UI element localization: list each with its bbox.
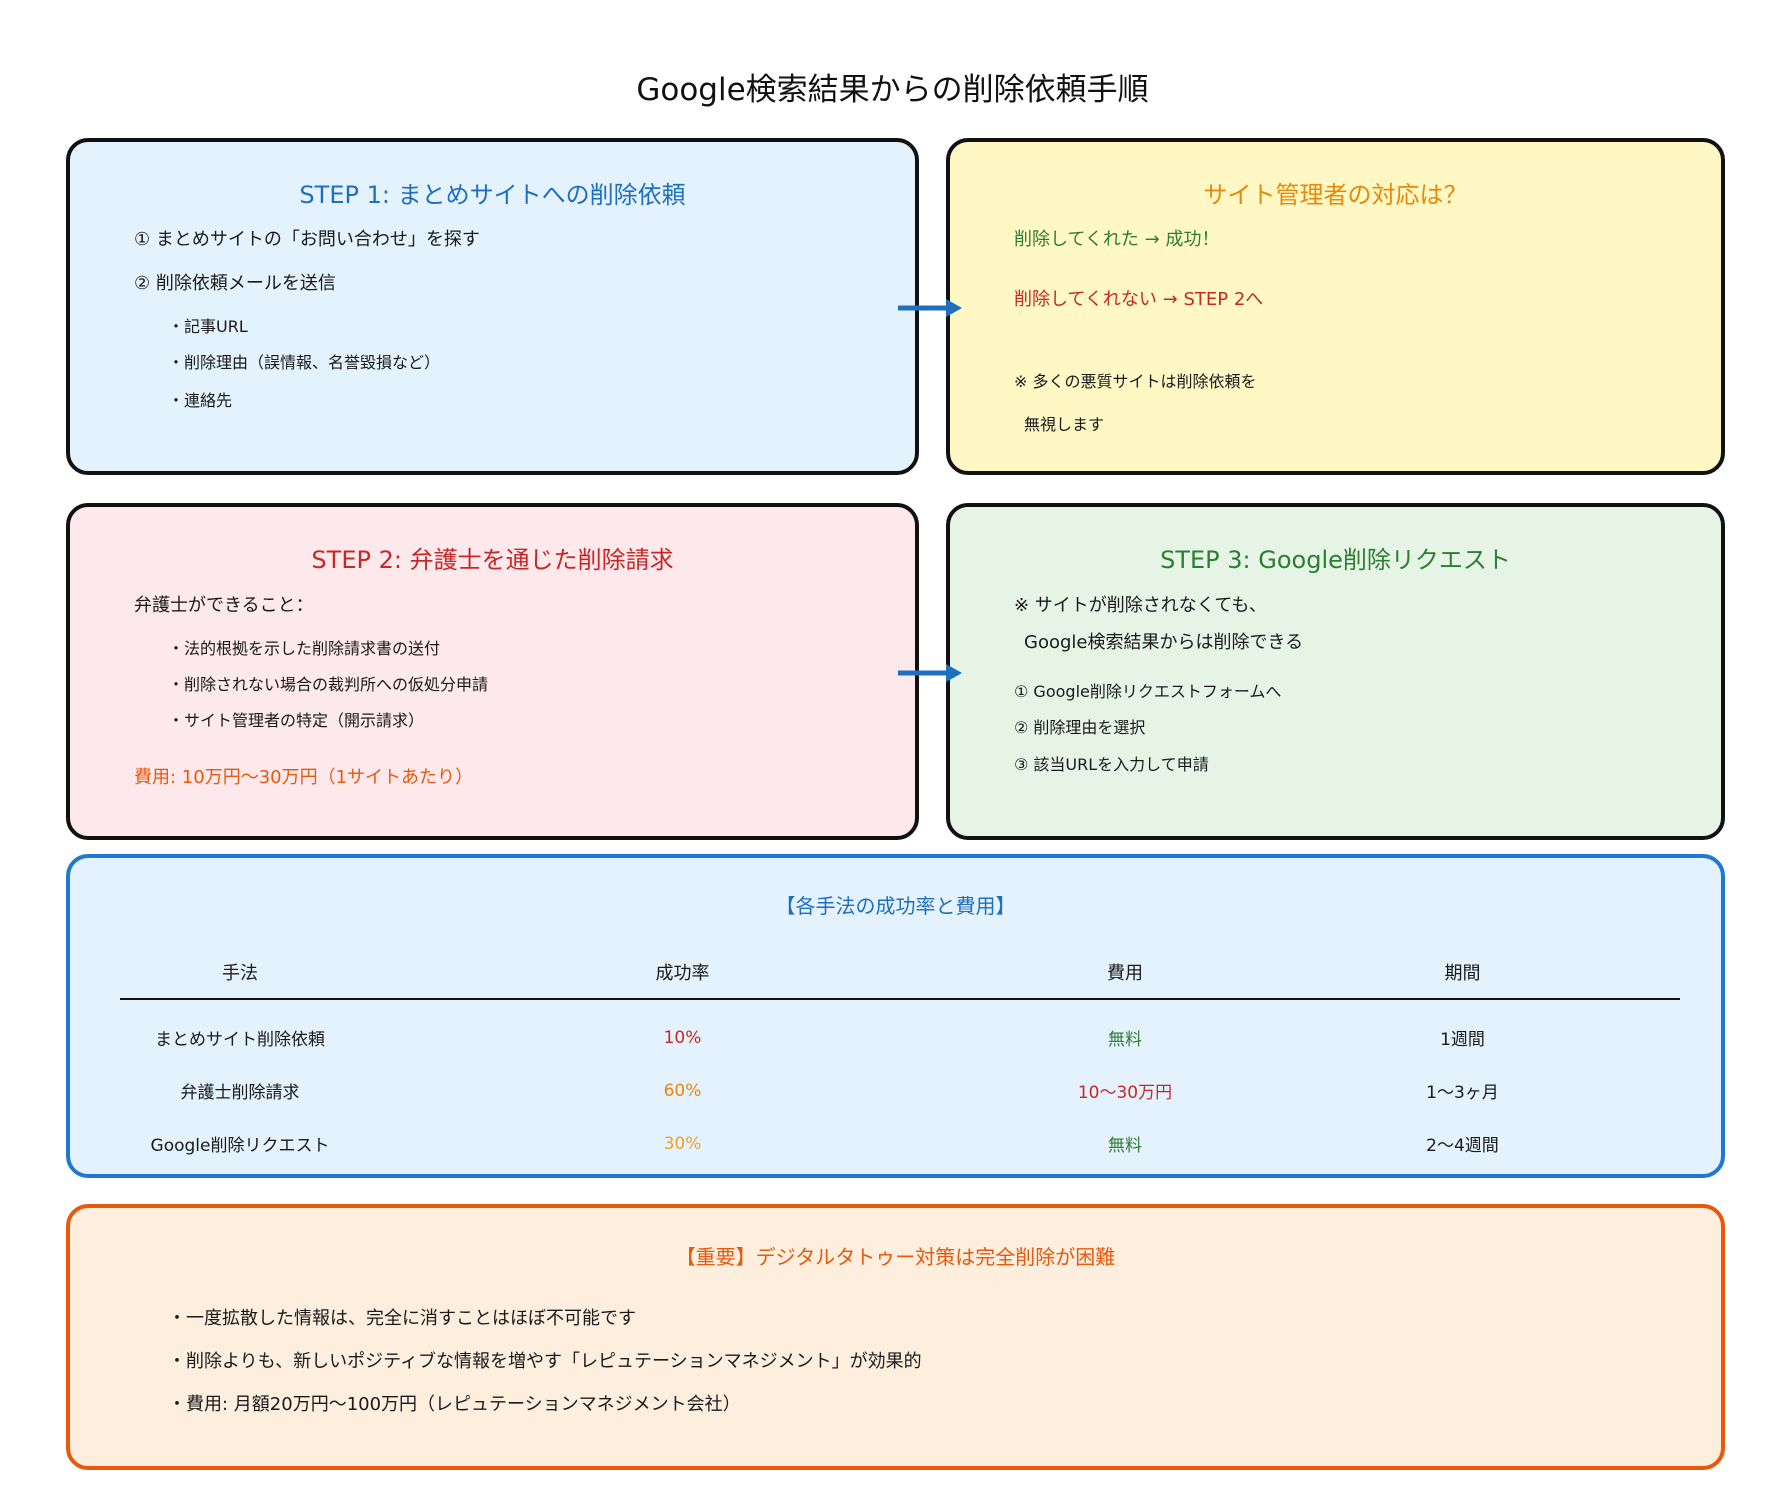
cell-period: 1週間 — [1440, 1030, 1485, 1050]
admin-heading: サイト管理者の対応は？ — [1203, 181, 1468, 209]
admin-note-line1: ※ 多くの悪質サイトは削除依頼を — [1014, 372, 1257, 391]
table-row: 弁護士削除請求 60% 10〜30万円 1〜3ヶ月 — [120, 1064, 1680, 1117]
cell-cost: 無料 — [1108, 1030, 1142, 1050]
page-title: Google検索結果からの削除依頼手順 — [636, 72, 1149, 108]
important-item-reputation: ・削除よりも、新しいポジティブな情報を増やす「レピュテーションマネジメント」が効… — [168, 1351, 922, 1372]
step1-item-send-mail: ② 削除依頼メールを送信 — [134, 273, 336, 294]
arrow-step2-to-step3-icon — [898, 664, 962, 682]
step3-note-line1: ※ サイトが削除されなくても、 — [1014, 595, 1267, 616]
cell-method: まとめサイト削除依頼 — [155, 1030, 325, 1050]
step1-sub-reason: ・削除理由（誤情報、名誉毀損など） — [168, 353, 441, 372]
comparison-box: 【各手法の成功率と費用】 手法 成功率 費用 期間 まとめサイト削除依頼 10%… — [66, 854, 1725, 1178]
table-header-row: 手法 成功率 費用 期間 — [120, 946, 1680, 1000]
step2-cost: 費用: 10万円〜30万円（1サイトあたり） — [134, 767, 474, 788]
step1-box: STEP 1: まとめサイトへの削除依頼 ① まとめサイトの「お問い合わせ」を探… — [66, 138, 919, 475]
header-cost: 費用 — [1005, 946, 1245, 1000]
table-row: まとめサイト削除依頼 10% 無料 1週間 — [120, 999, 1680, 1064]
header-method: 手法 — [120, 946, 360, 1000]
cell-rate: 30% — [663, 1133, 702, 1154]
step1-item-find-contact: ① まとめサイトの「お問い合わせ」を探す — [134, 229, 480, 250]
step3-item-form: ① Google削除リクエストフォームへ — [1014, 682, 1282, 701]
step2-intro: 弁護士ができること： — [134, 595, 314, 616]
important-box: 【重要】デジタルタトゥー対策は完全削除が困難 ・一度拡散した情報は、完全に消すこ… — [66, 1204, 1725, 1470]
important-item-irreversible: ・一度拡散した情報は、完全に消すことはほぼ不可能です — [168, 1308, 636, 1329]
step3-note-line2: Google検索結果からは削除できる — [1024, 632, 1304, 653]
important-heading: 【重要】デジタルタトゥー対策は完全削除が困難 — [675, 1245, 1116, 1269]
admin-success-text: 削除してくれた → 成功！ — [1014, 229, 1220, 250]
comparison-heading: 【各手法の成功率と費用】 — [775, 894, 1016, 918]
step1-heading: STEP 1: まとめサイトへの削除依頼 — [299, 181, 686, 209]
step3-heading: STEP 3: Google削除リクエスト — [1160, 546, 1511, 574]
cell-period: 1〜3ヶ月 — [1426, 1083, 1499, 1103]
cell-cost: 無料 — [1108, 1136, 1142, 1156]
step3-box: STEP 3: Google削除リクエスト ※ サイトが削除されなくても、 Go… — [946, 503, 1725, 840]
cell-method: 弁護士削除請求 — [180, 1083, 300, 1103]
admin-response-box: サイト管理者の対応は？ 削除してくれた → 成功！ 削除してくれない → STE… — [946, 138, 1725, 475]
step3-item-url: ③ 該当URLを入力して申請 — [1014, 755, 1209, 774]
step2-sub-injunction: ・削除されない場合の裁判所への仮処分申請 — [168, 675, 489, 694]
important-item-cost: ・費用: 月額20万円〜100万円（レピュテーションマネジメント会社） — [168, 1394, 741, 1415]
step3-item-reason: ② 削除理由を選択 — [1014, 718, 1146, 737]
header-success-rate: 成功率 — [360, 946, 1005, 1000]
cell-period: 2〜4週間 — [1426, 1136, 1499, 1156]
table-row: Google削除リクエスト 30% 無料 2〜4週間 — [120, 1117, 1680, 1170]
step2-sub-disclosure: ・サイト管理者の特定（開示請求） — [168, 711, 425, 730]
step2-box: STEP 2: 弁護士を通じた削除請求 弁護士ができること： ・法的根拠を示した… — [66, 503, 919, 840]
step2-sub-letter: ・法的根拠を示した削除請求書の送付 — [168, 639, 441, 658]
comparison-table: 手法 成功率 費用 期間 まとめサイト削除依頼 10% 無料 1週間 弁護士削除… — [120, 946, 1680, 1170]
step2-heading: STEP 2: 弁護士を通じた削除請求 — [311, 546, 674, 574]
cell-rate: 10% — [663, 1027, 702, 1048]
header-period: 期間 — [1245, 946, 1680, 1000]
step1-sub-contact: ・連絡先 — [168, 391, 233, 410]
cell-cost: 10〜30万円 — [1077, 1083, 1173, 1103]
cell-rate: 60% — [663, 1080, 702, 1101]
admin-fail-text: 削除してくれない → STEP 2へ — [1014, 289, 1264, 310]
admin-note-line2: 無視します — [1024, 415, 1105, 434]
step1-sub-url: ・記事URL — [168, 317, 248, 336]
cell-method: Google削除リクエスト — [150, 1136, 330, 1156]
arrow-step1-to-admin-icon — [898, 299, 962, 317]
